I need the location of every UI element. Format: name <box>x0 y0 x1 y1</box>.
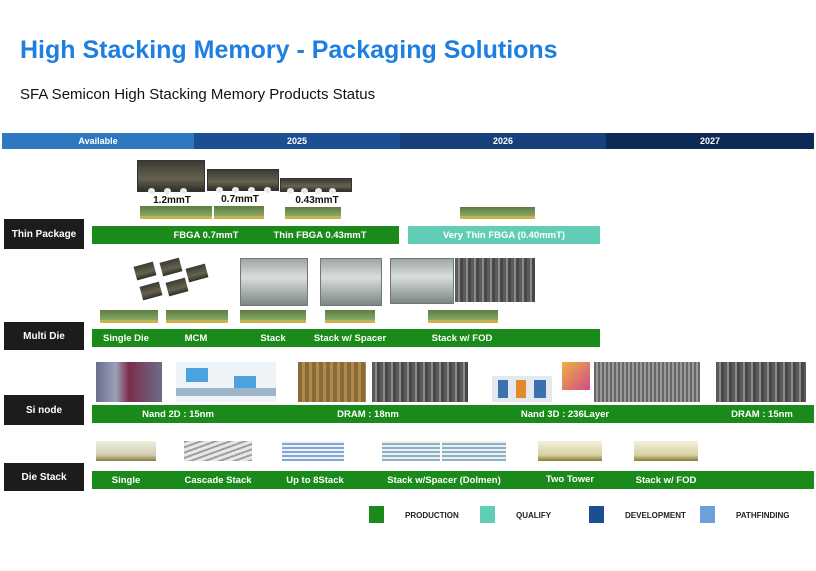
dolmen-stack-cross-section <box>442 441 506 461</box>
package-cross-section-image <box>325 310 375 323</box>
package-cross-section-image <box>100 310 158 323</box>
bar-label: Nand 2D : 15nm <box>142 409 214 420</box>
dram-cross-section-photo <box>372 362 468 402</box>
bar-label: Single Die <box>103 333 149 344</box>
bar-label: DRAM : 18nm <box>337 409 399 420</box>
page-subtitle: SFA Semicon High Stacking Memory Product… <box>20 86 376 103</box>
bar-label: Two Tower <box>545 474 595 485</box>
qualify-bar <box>408 226 600 244</box>
fod-stack-cross-section <box>634 441 698 461</box>
package-cross-section-image <box>166 310 228 323</box>
production-bar <box>92 226 399 244</box>
fod-stack-photo <box>390 258 454 304</box>
timeline-2026: 2026 <box>400 133 606 149</box>
nand-3d-cross-section-photo <box>594 362 700 402</box>
production-bar <box>92 471 814 489</box>
thickness-label: 0.7mmT <box>221 194 259 205</box>
cascade-stack-cross-section <box>184 441 252 461</box>
bar-label: Single <box>111 475 141 486</box>
row-label-die-stack: Die Stack <box>4 463 84 491</box>
package-0-43mm-image <box>280 178 352 194</box>
legend-label-production: PRODUCTION <box>405 511 459 520</box>
dram-18nm-photo <box>298 362 366 402</box>
dram-15nm-cross-section-photo <box>716 362 806 402</box>
single-die-cross-section <box>96 441 156 461</box>
bar-label: Nand 3D : 236Layer <box>520 409 610 420</box>
thickness-label: 0.43mmT <box>295 195 339 206</box>
bar-label: Stack w/Spacer (Dolmen) <box>387 475 501 486</box>
timeline-2025: 2025 <box>194 133 400 149</box>
packages-photo <box>133 257 215 304</box>
package-cross-section-image <box>214 206 264 219</box>
bar-label: Very Thin FBGA (0.40mmT) <box>442 230 566 241</box>
production-bar <box>92 329 600 347</box>
bar-label: FBGA 0.7mmT <box>173 230 239 241</box>
bar-label: Stack w/ Spacer <box>313 333 387 344</box>
bar-label: DRAM : 15nm <box>731 409 793 420</box>
timeline-available: Available <box>2 133 194 149</box>
timeline-2027: 2027 <box>606 133 814 149</box>
legend-swatch-development <box>589 506 604 523</box>
bar-label: Thin FBGA 0.43mmT <box>273 230 367 241</box>
nand-2d-diagram <box>176 362 276 402</box>
spacer-stack-photo <box>320 258 382 306</box>
bar-label: Stack w/ FOD <box>431 333 493 344</box>
nand-3d-diagram <box>492 376 552 402</box>
bar-label: MCM <box>184 333 208 344</box>
bar-label: Cascade Stack <box>184 475 252 486</box>
row-label-thin-package: Thin Package <box>4 219 84 249</box>
row-label-si-node: Si node <box>4 395 84 425</box>
thickness-label: 1.2mmT <box>153 195 191 206</box>
page-title: High Stacking Memory - Packaging Solutio… <box>20 36 558 64</box>
package-cross-section-image <box>240 310 306 323</box>
fod-cross-section-photo <box>455 258 535 302</box>
package-1-2mm-image <box>137 160 205 194</box>
legend-label-qualify: QUALIFY <box>516 511 552 520</box>
package-0-7mm-image <box>207 169 279 193</box>
package-cross-section-image <box>428 310 498 323</box>
nand-2d-die-photo <box>96 362 162 402</box>
legend-swatch-qualify <box>480 506 495 523</box>
dolmen-stack-cross-section <box>382 441 440 461</box>
two-tower-cross-section <box>538 441 602 461</box>
bar-label: Stack <box>260 333 286 344</box>
legend-label-pathfinding: PATHFINDING <box>736 511 790 520</box>
nand-3d-chip-photo <box>562 362 590 390</box>
package-cross-section-image <box>140 206 212 219</box>
package-cross-section-image <box>285 207 341 219</box>
bar-label: Stack w/ FOD <box>635 475 697 486</box>
package-cross-section-image <box>460 207 535 219</box>
legend-swatch-pathfinding <box>700 506 715 523</box>
eight-stack-cross-section <box>282 441 344 461</box>
legend-swatch-production <box>369 506 384 523</box>
legend-label-development: DEVELOPMENT <box>625 511 686 520</box>
stack-die-photo <box>240 258 308 306</box>
production-bar <box>92 405 814 423</box>
bar-label: Up to 8Stack <box>286 475 344 486</box>
row-label-multi-die: Multi Die <box>4 322 84 350</box>
